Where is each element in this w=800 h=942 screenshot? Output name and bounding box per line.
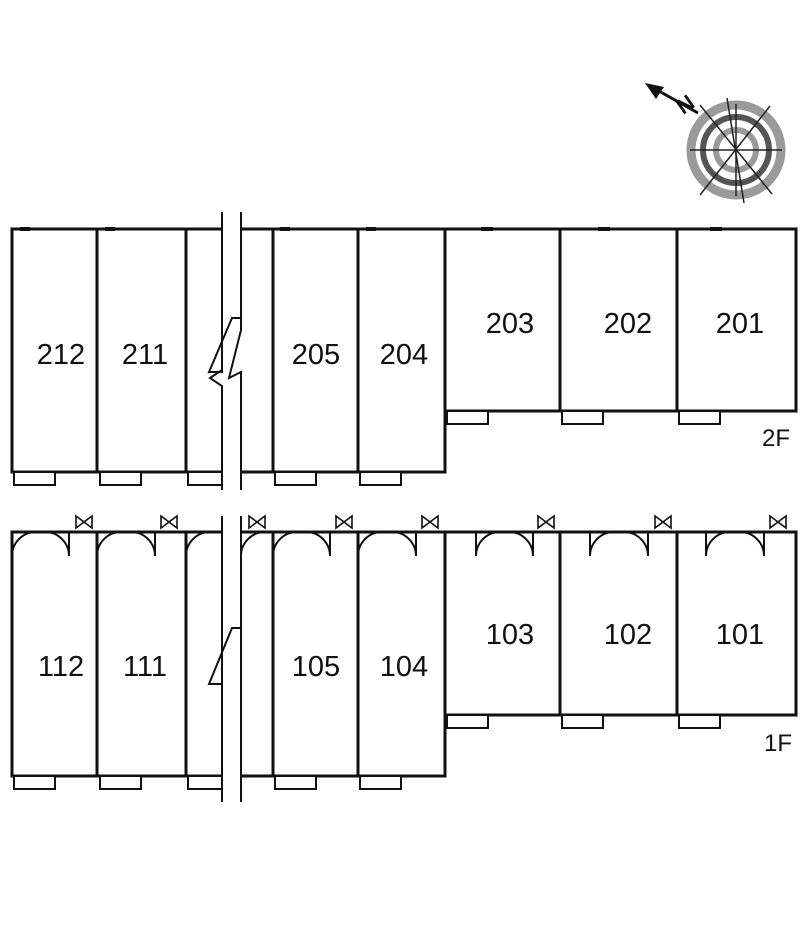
unit-number-211: 211 — [122, 339, 168, 371]
wall-marks — [20, 227, 722, 231]
floor-label-2f: 2F — [762, 425, 790, 452]
unit-number-103: 103 — [486, 619, 534, 651]
unit-number-102: 102 — [604, 619, 652, 651]
break-line — [207, 212, 242, 490]
north-arrow-icon — [645, 83, 699, 115]
floor-label-1f: 1F — [764, 730, 792, 757]
compass-icon: N — [645, 83, 786, 204]
compass-north-label: N — [672, 90, 699, 120]
unit-number-104: 104 — [380, 651, 428, 683]
unit-number-112: 112 — [38, 651, 84, 683]
unit-number-204: 204 — [380, 339, 428, 371]
unit-number-111: 111 — [123, 651, 167, 683]
unit-number-101: 101 — [716, 619, 764, 651]
unit-number-205: 205 — [292, 339, 340, 371]
unit-number-203: 203 — [486, 308, 534, 340]
unit-number-105: 105 — [292, 651, 340, 683]
floor-1f: 112 111 105 104 103 102 101 1F — [10, 514, 798, 802]
break-line — [207, 516, 242, 802]
floor-2f: 212 211 205 204 203 202 201 2F — [10, 212, 798, 490]
unit-number-201: 201 — [716, 308, 764, 340]
meter-boxes — [13, 410, 721, 486]
valve-icons — [75, 514, 787, 530]
entrance-doors — [11, 531, 765, 557]
meter-boxes — [13, 714, 721, 790]
unit-number-212: 212 — [37, 339, 85, 371]
unit-number-202: 202 — [604, 308, 652, 340]
